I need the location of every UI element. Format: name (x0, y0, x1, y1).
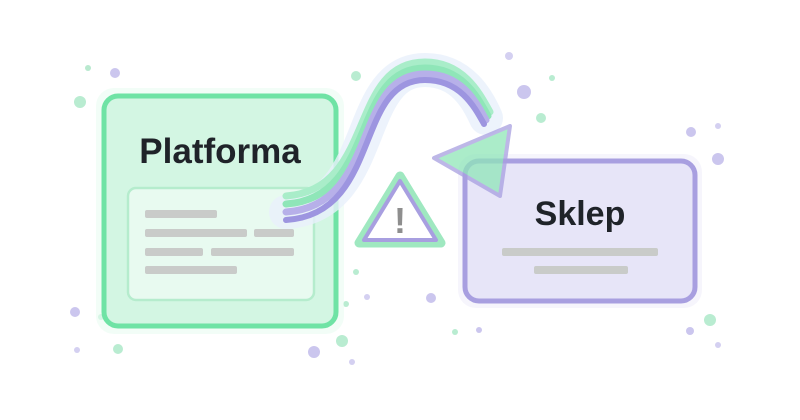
platform-placeholder-lines (145, 210, 294, 274)
dot (712, 153, 724, 165)
arrow-stroke (282, 64, 492, 208)
warning-triangle-inner (362, 179, 438, 242)
dot (505, 52, 513, 60)
dot (349, 359, 355, 365)
placeholder-line (534, 266, 628, 274)
warning-triangle-icon: ! (354, 171, 446, 248)
dot (426, 293, 436, 303)
dot (517, 85, 531, 99)
dot (70, 307, 80, 317)
dot (686, 127, 696, 137)
placeholder-line (145, 229, 247, 237)
curved-arrow-icon (269, 52, 512, 229)
placeholder-line (254, 229, 294, 237)
dot (715, 123, 721, 129)
dot (536, 113, 546, 123)
placeholder-line (145, 266, 237, 274)
warning-symbol: ! (394, 200, 406, 241)
placeholder-line (211, 248, 294, 256)
shop-box: Sklep (458, 154, 702, 308)
arrow-stroke (283, 76, 487, 223)
dot (715, 342, 721, 348)
arrow-stroke (282, 70, 490, 216)
dot (74, 96, 86, 108)
dot (110, 68, 120, 78)
placeholder-line (145, 248, 203, 256)
dot (476, 327, 482, 333)
dot (85, 65, 91, 71)
dot (549, 75, 555, 81)
dot (364, 294, 370, 300)
dot (74, 347, 80, 353)
arrow-stroke (282, 58, 494, 200)
dot (686, 327, 694, 335)
arrow-head (432, 124, 512, 198)
dot (353, 269, 359, 275)
shop-box-frame (462, 158, 698, 304)
dot (704, 314, 716, 326)
dot (308, 346, 320, 358)
dot (113, 344, 123, 354)
dot (351, 71, 361, 81)
dot (336, 335, 348, 347)
dot (343, 301, 349, 307)
platform-box-title: Platforma (139, 132, 301, 171)
placeholder-line (145, 210, 217, 218)
placeholder-line (502, 248, 658, 256)
dot (452, 329, 458, 335)
shop-box-title: Sklep (535, 195, 626, 233)
